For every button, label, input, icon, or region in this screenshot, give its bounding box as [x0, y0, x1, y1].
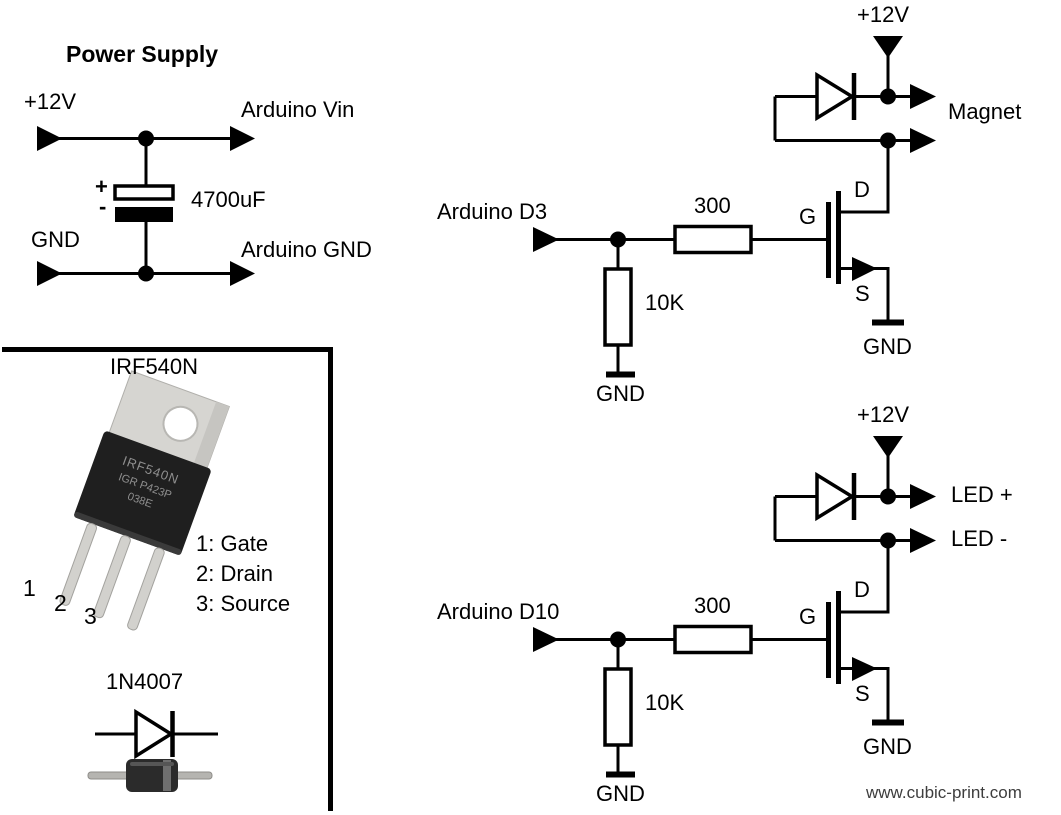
- driver-led-source-label: S: [855, 681, 870, 706]
- mosfet-body-edge: [74, 511, 182, 555]
- cap-plus-sign: +: [95, 174, 108, 199]
- arduino-vin-label: Arduino Vin: [241, 97, 355, 122]
- pin-number-3: 3: [84, 603, 97, 629]
- vin-out-arrow-icon: [230, 126, 255, 151]
- website-link: www.cubic-print.com: [866, 783, 1022, 802]
- gnd-out-arrow-icon: [230, 261, 255, 286]
- driver-magnet-source-gnd-label: GND: [863, 334, 912, 359]
- driver-led-pulldown-label: 10K: [645, 690, 685, 715]
- power-supply-title: Power Supply: [66, 41, 219, 67]
- driver-magnet-supply-label: +12V: [857, 2, 909, 27]
- driver-led-drain-label: D: [854, 577, 870, 602]
- driver-magnet-pulldown-gnd-label: GND: [596, 381, 645, 406]
- capacitor-pos-plate: [113, 184, 175, 201]
- arduino-gnd-label: Arduino GND: [241, 237, 372, 262]
- driver-circuit-led: [533, 436, 936, 775]
- driver-magnet-gate-label: G: [799, 204, 817, 229]
- pin-legend-drain: 2: Drain: [196, 561, 274, 586]
- diode-symbol-triangle: [134, 708, 175, 760]
- driver-circuit-magnet: [533, 36, 936, 375]
- power-supply-schematic: [37, 126, 255, 286]
- pin-number-2: 2: [54, 590, 67, 616]
- mosfet-photo: IRF540N IGR P423P 038E: [59, 370, 230, 631]
- pin-number-1: 1: [23, 575, 36, 601]
- cap-value-label: 4700uF: [191, 187, 266, 212]
- driver-magnet-source-label: S: [855, 281, 870, 306]
- mosfet-tab-shade: [190, 401, 230, 477]
- cap-minus-sign: -: [99, 194, 107, 219]
- pin-legend-gate: 1: Gate: [196, 531, 269, 556]
- diode-symbol: [95, 708, 218, 760]
- junction-dot-gnd: [138, 265, 154, 282]
- led-pos-label: LED +: [951, 482, 1013, 507]
- supply-in-pos-arrow-icon: [37, 126, 62, 151]
- mosfet-leg-2: [93, 535, 131, 619]
- magnet-load-label: Magnet: [948, 99, 1022, 124]
- mosfet-tab-hole: [162, 405, 199, 442]
- pin-legend-source: 3: Source: [196, 591, 291, 616]
- diode-title: 1N4007: [106, 669, 184, 694]
- driver-magnet-drain-label: D: [854, 177, 870, 202]
- driver-magnet-input-label: Arduino D3: [437, 199, 548, 224]
- driver-led-gate-resistor-label: 300: [694, 593, 731, 618]
- supply-in-gnd-arrow-icon: [37, 261, 62, 286]
- driver-led-gate-label: G: [799, 604, 817, 629]
- driver-magnet-pulldown-label: 10K: [645, 290, 685, 315]
- diode-photo: [87, 759, 213, 792]
- driver-led-pulldown-gnd-label: GND: [596, 781, 645, 806]
- junction-dot-vin: [138, 130, 154, 147]
- component-box-frame: [2, 347, 333, 811]
- driver-led-source-gnd-label: GND: [863, 734, 912, 759]
- mosfet-title: IRF540N: [110, 354, 199, 379]
- capacitor-neg-plate: [115, 207, 173, 222]
- diode-body-highlight: [130, 762, 174, 766]
- mosfet-leg-3: [127, 547, 165, 631]
- led-neg-label: LED -: [951, 526, 1008, 551]
- driver-led-input-label: Arduino D10: [437, 599, 560, 624]
- driver-led-supply-label: +12V: [857, 402, 909, 427]
- driver-magnet-gate-resistor-label: 300: [694, 193, 731, 218]
- mosfet-leg-1: [59, 522, 98, 606]
- diode-cathode-band: [163, 760, 171, 791]
- supply-pos-label: +12V: [24, 89, 76, 114]
- supply-gnd-label: GND: [31, 227, 80, 252]
